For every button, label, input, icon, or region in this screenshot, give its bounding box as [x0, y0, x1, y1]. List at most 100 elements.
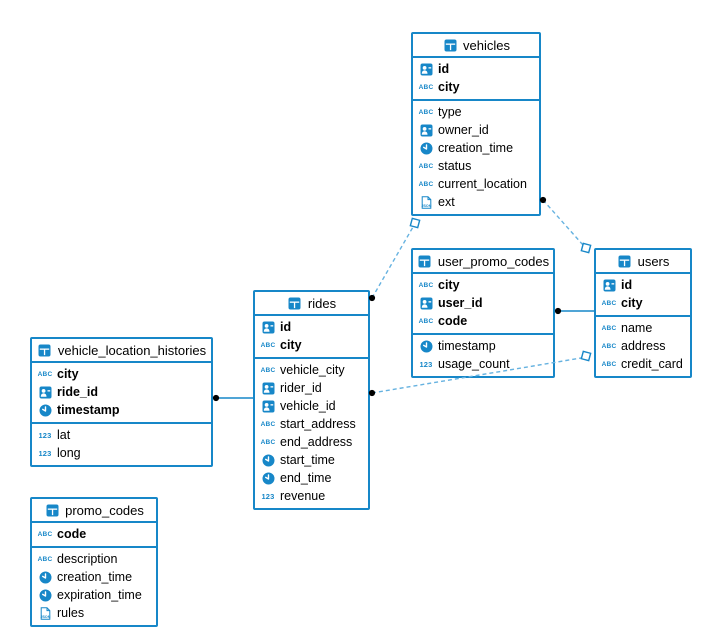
table-header[interactable]: vehicle_location_histories	[32, 339, 211, 363]
table-header[interactable]: user_promo_codes	[413, 250, 553, 274]
column-name: usage_count	[438, 357, 510, 371]
table-header[interactable]: promo_codes	[32, 499, 156, 523]
table-name: vehicle_location_histories	[57, 342, 207, 358]
column-name: city	[621, 296, 643, 310]
column-name: expiration_time	[57, 588, 142, 602]
column-name: creation_time	[57, 570, 133, 584]
text-abc-icon: ABC	[37, 530, 53, 538]
edge-vehicle_location_histories-rides[interactable]	[212, 394, 253, 402]
column-id[interactable]: id	[413, 60, 539, 78]
table-name: promo_codes	[65, 502, 144, 518]
column-expiration_time[interactable]: expiration_time	[32, 586, 156, 604]
column-name: ride_id	[57, 385, 98, 399]
column-name: timestamp	[438, 339, 496, 353]
column-name: long	[57, 446, 81, 460]
column-timestamp[interactable]: timestamp	[32, 401, 211, 419]
column-name: lat	[57, 428, 71, 442]
column-id[interactable]: id	[255, 318, 368, 336]
timestamp-icon	[418, 142, 434, 155]
column-name: credit_card	[621, 357, 683, 371]
text-abc-icon: ABC	[418, 180, 434, 188]
column-vehicle_id[interactable]: vehicle_id	[255, 397, 368, 415]
column-name: rules	[57, 606, 85, 620]
edge-user_promo_codes-users[interactable]	[554, 307, 594, 315]
number-123-icon: 123	[38, 430, 52, 440]
text-abc-icon: ABC	[37, 555, 53, 563]
column-start_time[interactable]: start_time	[255, 451, 368, 469]
relationship-line[interactable]	[542, 199, 584, 246]
table-name: rides	[307, 295, 337, 311]
column-name: address	[621, 339, 666, 353]
id-card-icon	[418, 63, 434, 76]
column-rider_id[interactable]: rider_id	[255, 379, 368, 397]
column-name[interactable]: ABC name	[596, 319, 690, 337]
column-user_id[interactable]: user_id	[413, 294, 553, 312]
diamond-marker	[580, 350, 592, 362]
column-name: name	[621, 321, 653, 335]
text-abc-icon: ABC	[601, 324, 617, 332]
json-icon: JSON	[418, 195, 434, 209]
text-abc-icon: ABC	[418, 281, 434, 289]
table-header[interactable]: rides	[255, 292, 368, 316]
table-name: user_promo_codes	[437, 253, 550, 269]
column-creation_time[interactable]: creation_time	[413, 139, 539, 157]
text-abc-icon: ABC	[601, 342, 617, 350]
column-timestamp[interactable]: timestamp	[413, 337, 553, 355]
column-creation_time[interactable]: creation_time	[32, 568, 156, 586]
table-header[interactable]: vehicles	[413, 34, 539, 58]
id-card-icon	[601, 279, 617, 292]
column-end_time[interactable]: end_time	[255, 469, 368, 487]
column-name: end_time	[280, 471, 332, 485]
timestamp-icon	[260, 454, 276, 467]
text-abc-icon: ABC	[260, 420, 276, 428]
column-lat[interactable]: 123 lat	[32, 426, 211, 444]
number-123-icon: 123	[261, 491, 275, 501]
table-header[interactable]: users	[596, 250, 690, 274]
edge-vehicles-users[interactable]	[539, 196, 592, 254]
column-name: user_id	[438, 296, 483, 310]
column-owner_id[interactable]: owner_id	[413, 121, 539, 139]
column-name: vehicle_id	[280, 399, 336, 413]
column-id[interactable]: id	[596, 276, 690, 294]
id-card-icon	[260, 321, 276, 334]
column-ride_id[interactable]: ride_id	[32, 383, 211, 401]
column-name: rider_id	[280, 381, 322, 395]
text-abc-icon: ABC	[260, 438, 276, 446]
relationship-line[interactable]	[371, 226, 414, 299]
table-name: vehicles	[463, 37, 510, 53]
connector-dot	[554, 307, 562, 315]
column-address[interactable]: ABC address	[596, 337, 690, 355]
